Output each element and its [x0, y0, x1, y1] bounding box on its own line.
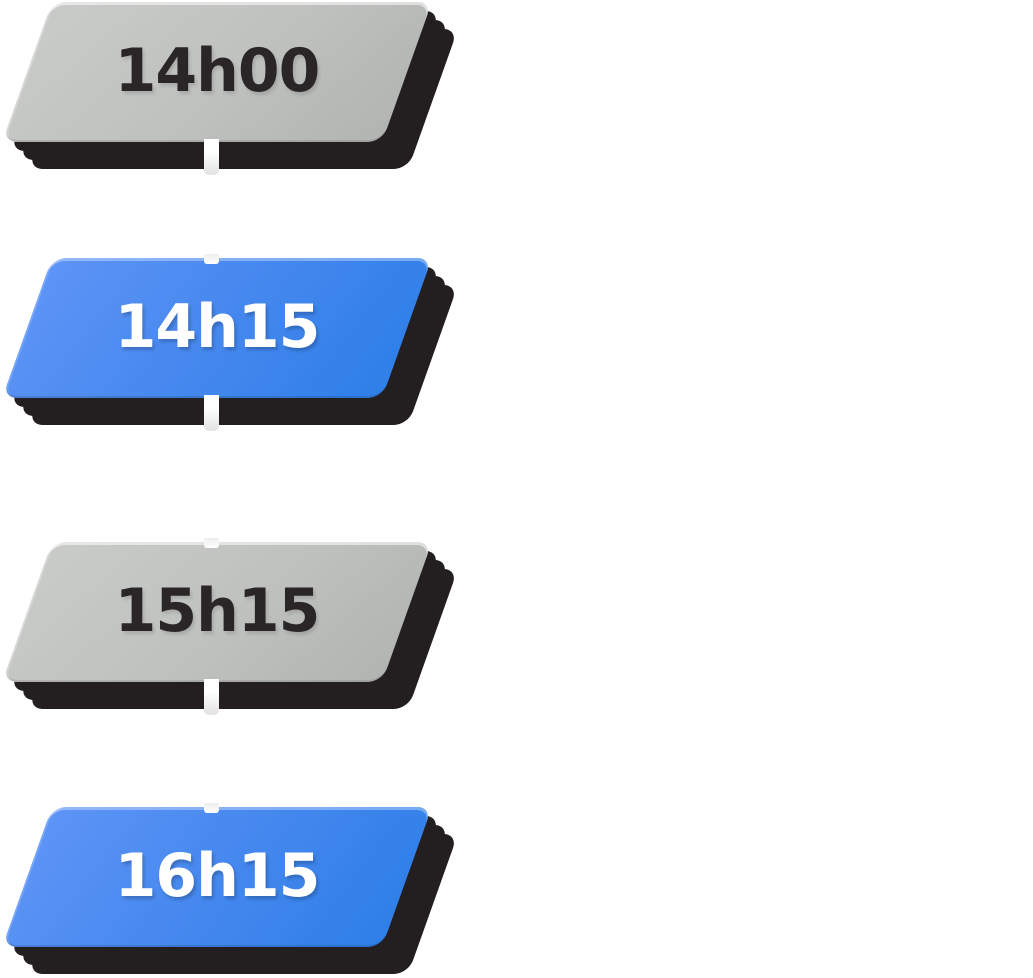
time-slot-3[interactable]: 15h15 [2, 538, 458, 715]
time-slot-4[interactable]: 16h15 [2, 803, 458, 974]
time-slot-2[interactable]: 14h15 [2, 254, 458, 431]
slot-face [2, 542, 432, 682]
slot-face [2, 258, 432, 398]
time-slot-1[interactable]: 14h00 [2, 2, 458, 175]
slot-face [2, 2, 432, 142]
slot-face [2, 807, 432, 947]
